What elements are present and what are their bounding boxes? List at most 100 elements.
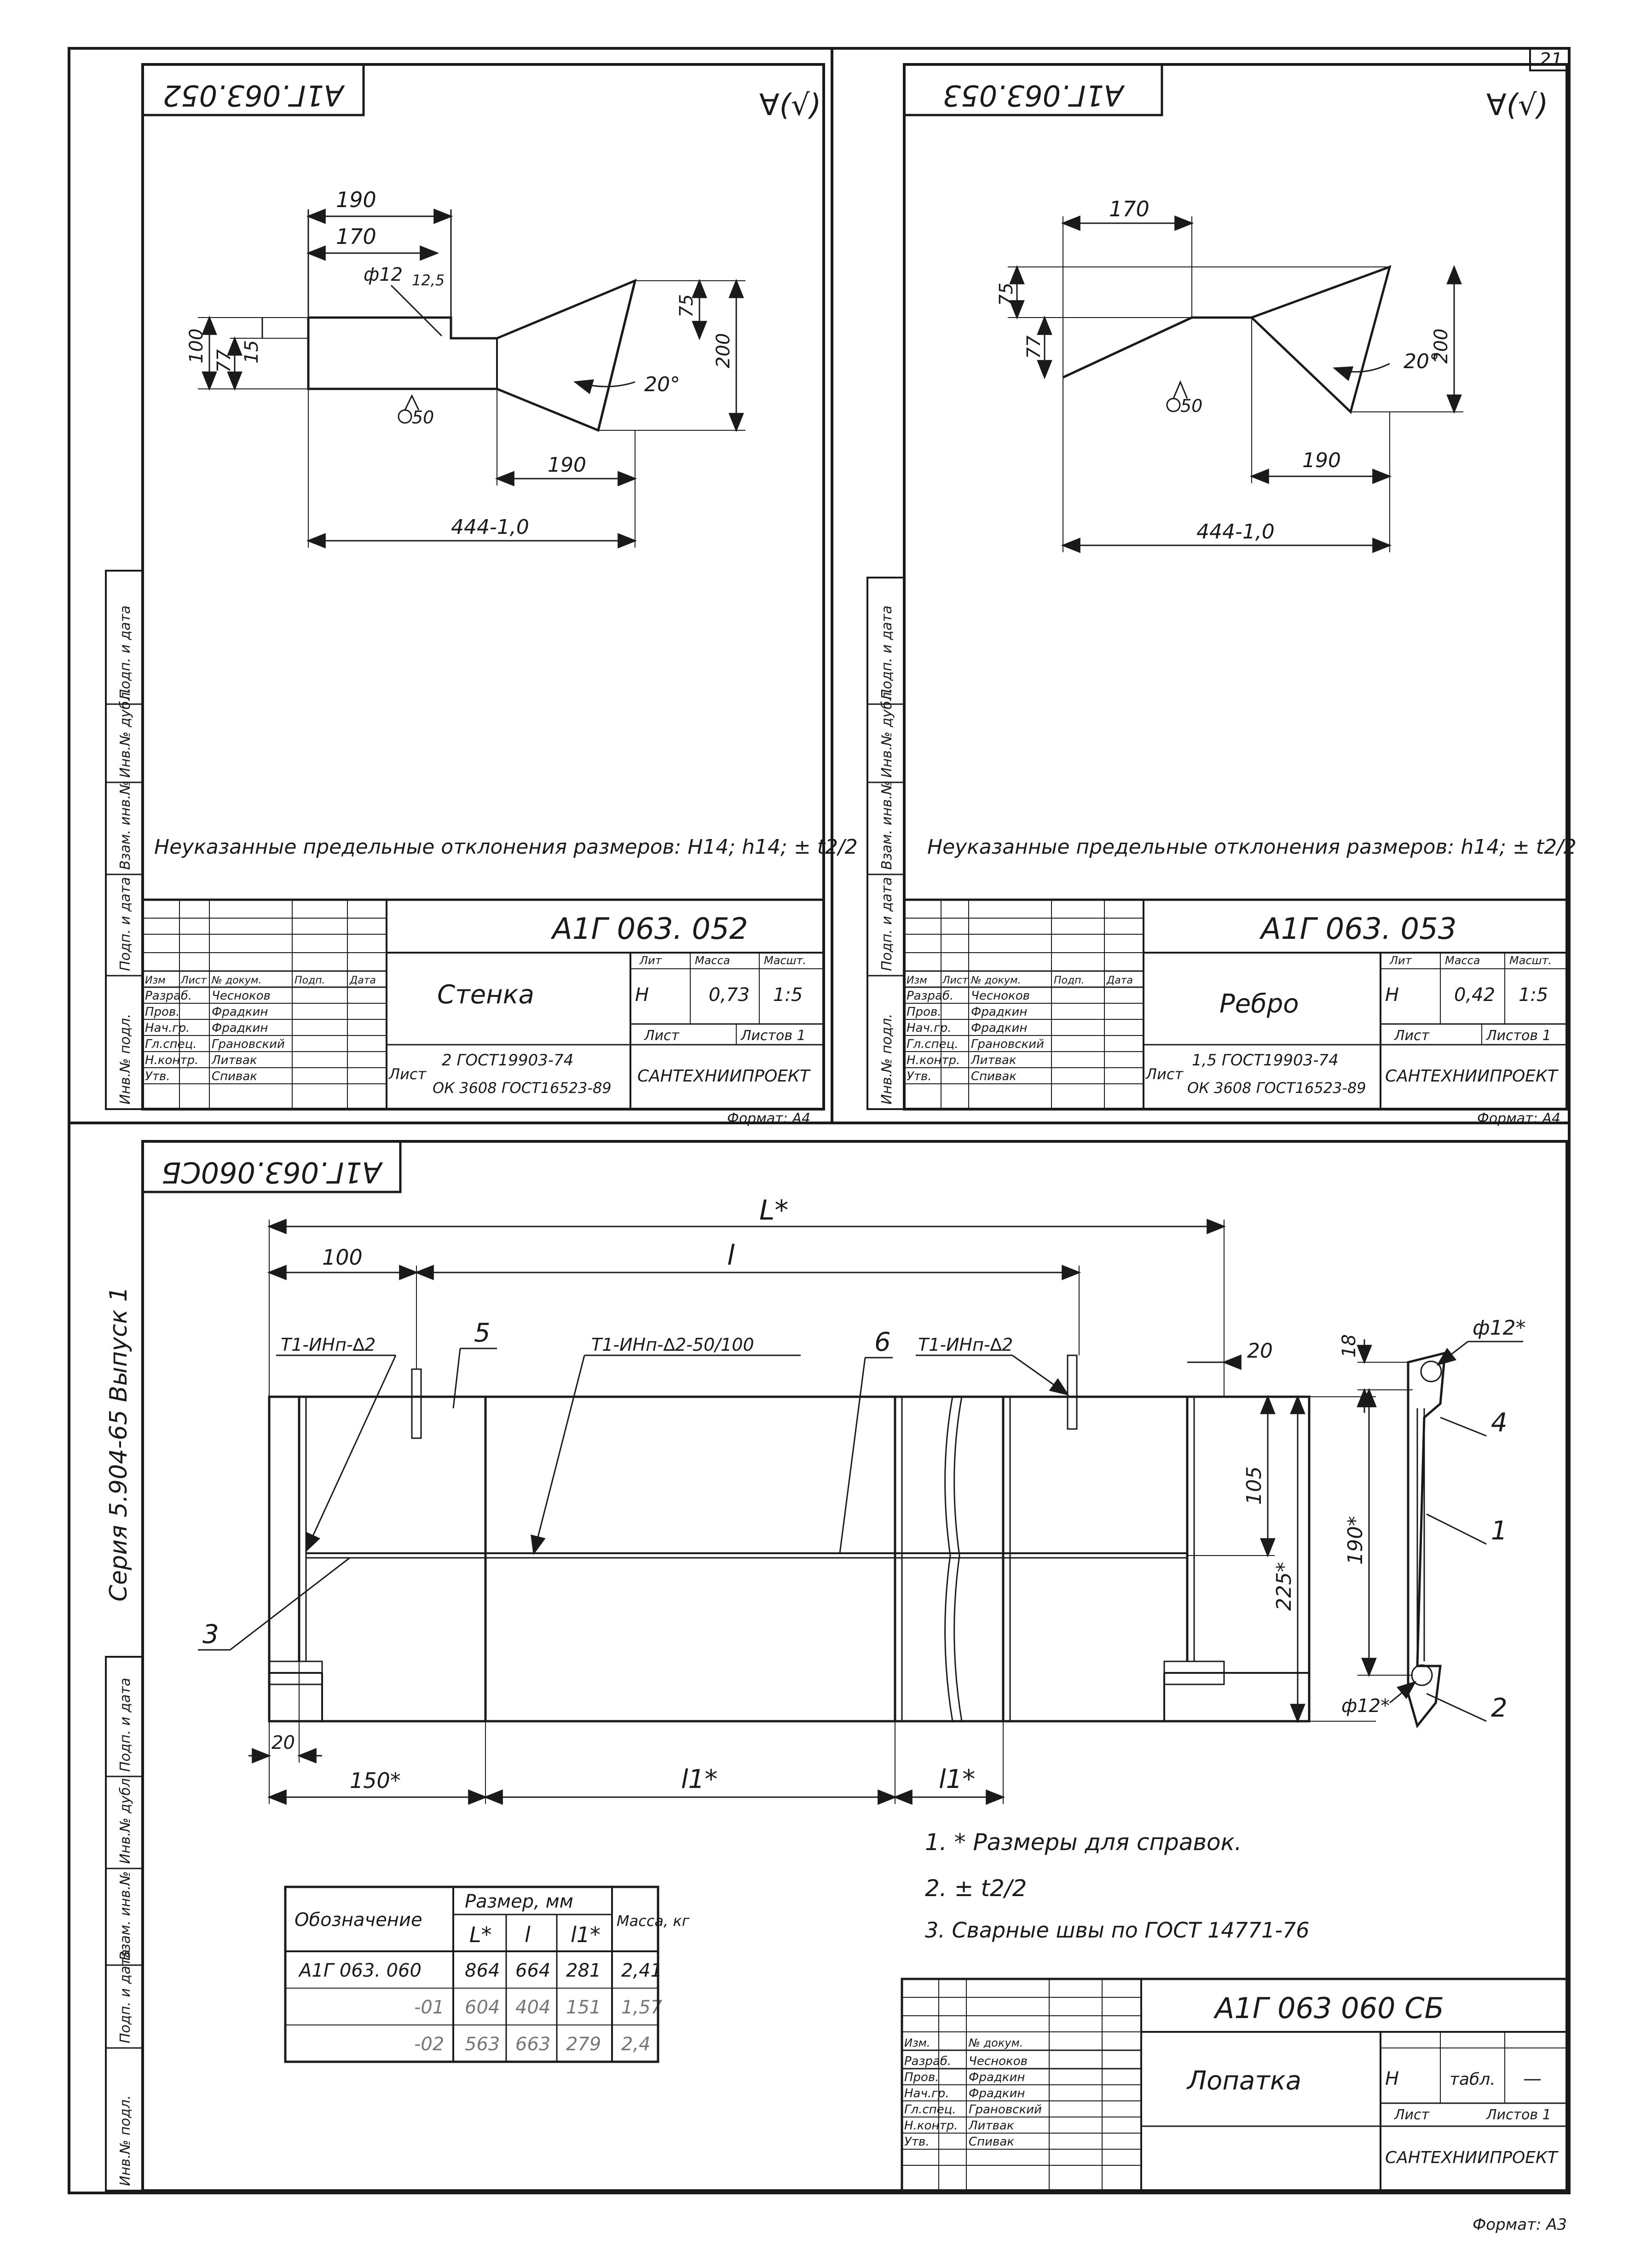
- dim-50: 50: [412, 407, 434, 428]
- tb052-person-0: Чесноков: [212, 989, 271, 1003]
- tb053-person-1: Фрадкин: [971, 1005, 1027, 1019]
- balloon-2: 2: [1491, 1693, 1508, 1723]
- sheet-060: А1Г.063.060СБ Серия 5.904-65 Выпуск 1 Ин…: [105, 1140, 1568, 2234]
- balloon-6: 6: [874, 1327, 891, 1357]
- tbl-r2-c3: 279: [566, 2034, 601, 2055]
- tb052-sheets: Листов 1: [740, 1028, 806, 1044]
- tb053-role-4: Н.контр.: [907, 1053, 960, 1067]
- tb060-role-4: Гл.спец.: [904, 2103, 956, 2117]
- dim-l1-a: l1*: [681, 1764, 717, 1794]
- tb060-role-2: Пров.: [904, 2071, 939, 2084]
- tb053-format: Формат: А4: [1477, 1111, 1560, 1127]
- dim-75: 75: [996, 283, 1017, 306]
- dim-444: 444-1,0: [451, 515, 529, 539]
- tb060-role-3: Нач.гр.: [904, 2087, 949, 2100]
- tb060-person-1: Чесноков: [969, 2054, 1028, 2068]
- sheet-052-stamp: А1Г.063.052: [163, 79, 346, 112]
- tbl-r1-c1: 604: [465, 1997, 500, 2018]
- tb052-sheet: Лист: [644, 1028, 680, 1044]
- sheet-053-stamp: А1Г.063.053: [943, 79, 1126, 112]
- side-label-podp-data-2: Подп. и дата: [879, 606, 895, 700]
- tbl-r1-c4: 1,57: [621, 1997, 663, 2018]
- tb052-person-3: Грановский: [212, 1037, 285, 1051]
- tbl-sub-l: l: [525, 1922, 531, 1947]
- side-label-podp-data: Подп. и дата: [117, 1949, 133, 2043]
- tb053-name: Ребро: [1219, 989, 1299, 1019]
- sheet-053: А1Г.063.053 ∀(√) Инв.№ подл. Подп. и дат…: [866, 63, 1577, 1127]
- dim-77: 77: [214, 349, 235, 373]
- tb052-role-0: Разраб.: [145, 989, 192, 1003]
- tb052-person-5: Спивак: [212, 1070, 257, 1083]
- side-label-inv-podl: Инв.№ подл.: [117, 2095, 133, 2186]
- weld-annotations: Т1-ИНп-∆2 Т1-ИНп-∆2-50/100 Т1-ИНп-∆2: [276, 1335, 1069, 1556]
- tb060-name: Лопатка: [1186, 2066, 1301, 2096]
- tbl-r0-c1: 864: [465, 1960, 500, 1981]
- dim-18: 18: [1339, 1334, 1360, 1358]
- note-3: 3. Сварные швы по ГОСТ 14771-76: [925, 1918, 1310, 1943]
- side-label-inv-dubl: Инв.№ дубл.: [879, 688, 895, 778]
- tb052-col-lit: Лит: [639, 954, 662, 967]
- tb053-mass: 0,42: [1454, 984, 1495, 1006]
- sheet-060-dimensions: L* 100 l 20 105 225* 20 1: [248, 1194, 1376, 1805]
- side-label-podp-data: Подп. и дата: [117, 877, 133, 971]
- tb060-sheets: Листов 1: [1486, 2107, 1551, 2123]
- tbl-col-size: Размер, мм: [465, 1891, 573, 1912]
- tb052-hdr-podp: Подп.: [295, 975, 325, 986]
- tb052-material-bottom: ОК 3608 ГОСТ16523-89: [433, 1079, 612, 1097]
- tb052-lit: Н: [635, 984, 649, 1006]
- tbl-col-mass: Масса, кг: [617, 1912, 690, 1930]
- side-label-inv-podl: Инв.№ подл.: [117, 1014, 133, 1105]
- sheet-052-dimensions: 190 170 ф12 12,5 100 77 15 75 200 20°: [186, 187, 745, 549]
- tbl-r2-c1: 563: [465, 2034, 500, 2055]
- side-label-inv-dubl: Инв.№ дубл.: [117, 1774, 133, 1864]
- tb053-hdr-doc: № докум.: [970, 975, 1021, 986]
- tb052-hdr-izm: Изм: [145, 975, 166, 986]
- tb053-hdr-data: Дата: [1106, 975, 1133, 986]
- sheet-053-side-strip: Инв.№ подл. Подп. и дата Взам. инв.№ Инв…: [866, 577, 905, 1110]
- tb052-role-5: Утв.: [145, 1070, 170, 1083]
- dim-444: 444-1,0: [1196, 520, 1275, 544]
- tbl-r2-c4: 2,4: [621, 2034, 651, 2055]
- dim-phi12-top: ф12*: [1473, 1316, 1526, 1340]
- side-label-inv-podl: Инв.№ подл.: [879, 1014, 895, 1105]
- tb052-format: Формат: А4: [727, 1111, 810, 1127]
- sheet-060-side-strip: Инв.№ подл. Подп. и дата Взам. инв.№ Инв…: [105, 1656, 144, 2192]
- side-label-podp-data-2: Подп. и дата: [117, 606, 133, 700]
- sheet-052-note: Неуказанные предельные отклонения размер…: [154, 835, 858, 859]
- dim-100: 100: [186, 329, 207, 364]
- sheet-053-note: Неуказанные предельные отклонения размер…: [927, 835, 1577, 859]
- tb052-material-sheet: Лист: [388, 1065, 427, 1083]
- tb060-role-6: Утв.: [904, 2135, 930, 2149]
- tb053-role-1: Пров.: [907, 1005, 942, 1019]
- sheet-052-title-block: А1Г 063. 052 Стенка Лит Масса Масшт. Н 0…: [141, 898, 825, 1127]
- weld-label-3: Т1-ИНп-∆2: [918, 1335, 1013, 1355]
- side-label-podp-data: Подп. и дата: [879, 877, 895, 971]
- sheet-053-part-outline: [1062, 265, 1392, 414]
- side-label-vzam-inv: Взам. инв.№: [879, 781, 895, 870]
- tb053-scale: 1:5: [1519, 984, 1548, 1006]
- tb053-col-mass: Масса: [1445, 954, 1480, 967]
- tbl-r0-c0: А1Г 063. 060: [298, 1960, 422, 1981]
- tb052-person-2: Фрадкин: [212, 1021, 268, 1035]
- dim-170: 170: [336, 224, 376, 249]
- tb053-sheet: Лист: [1394, 1028, 1430, 1044]
- tb060-mass-label: табл.: [1450, 2070, 1496, 2089]
- tb053-person-0: Чесноков: [971, 989, 1030, 1003]
- side-label-vzam-inv: Взам. инв.№: [117, 781, 133, 870]
- tb052-scale: 1:5: [773, 984, 803, 1006]
- sheet-053-title-block: А1Г 063. 053 Ребро Лит Масса Масшт. Н 0,…: [903, 898, 1568, 1127]
- tb052-col-scale: Масшт.: [764, 954, 806, 967]
- tb060-person-2: Фрадкин: [969, 2071, 1025, 2084]
- dim-77: 77: [1023, 335, 1045, 359]
- tb053-person-3: Грановский: [971, 1037, 1044, 1051]
- dim-190-bottom: 190: [548, 453, 586, 477]
- tb060-role-1: Разраб.: [904, 2054, 951, 2068]
- dim-12-5: 12,5: [412, 272, 445, 289]
- tb060-scale: —: [1523, 2068, 1542, 2089]
- dim-20deg: 20°: [644, 373, 680, 396]
- tb060-person-4: Грановский: [969, 2103, 1042, 2117]
- balloon-3: 3: [202, 1620, 219, 1649]
- dim-225: 225*: [1272, 1562, 1296, 1611]
- dim-L: L*: [759, 1194, 788, 1226]
- dim-50: 50: [1180, 396, 1202, 416]
